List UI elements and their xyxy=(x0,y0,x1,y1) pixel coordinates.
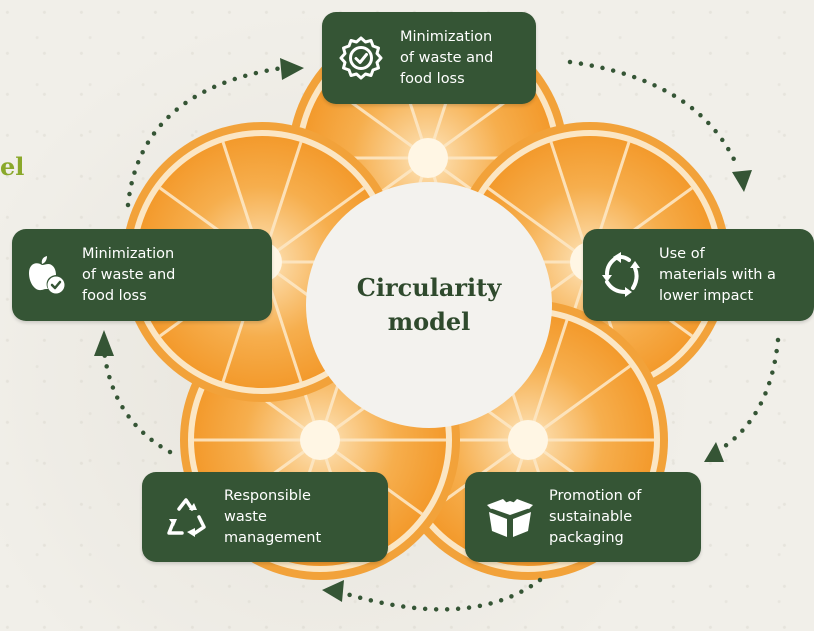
arrow-head xyxy=(280,58,304,80)
step-label: Use of materials with a lower impact xyxy=(659,245,776,304)
center-circle xyxy=(306,182,552,428)
step-card-top: Minimization of waste and food loss xyxy=(322,12,536,104)
step-card-bottom-left: Responsible waste management xyxy=(142,472,388,562)
step-card-right: Use of materials with a lower impact xyxy=(583,229,814,321)
center-title: Circularity model xyxy=(356,273,502,336)
step-label: Promotion of sustainable packaging xyxy=(549,487,642,546)
recycle-arrows-icon xyxy=(597,252,647,298)
open-box-icon xyxy=(485,495,535,539)
arrow-head xyxy=(704,442,724,462)
cycle-arrow xyxy=(101,347,173,455)
arrow-head xyxy=(94,330,114,356)
arrow-head xyxy=(322,580,344,602)
apple-check-icon xyxy=(26,255,66,295)
side-text-fragment: el xyxy=(0,152,25,181)
step-label: Responsible waste management xyxy=(224,487,322,546)
arrow-head xyxy=(732,170,752,192)
step-card-bottom-right: Promotion of sustainable packaging xyxy=(465,472,701,562)
recycle-triangle-icon xyxy=(164,497,208,537)
cycle-arrow xyxy=(567,59,741,171)
badge-check-icon xyxy=(336,35,386,81)
step-label: Minimization of waste and food loss xyxy=(82,245,176,304)
cycle-arrow xyxy=(337,577,543,612)
step-card-left: Minimization of waste and food loss xyxy=(12,229,272,321)
cycle-arrow xyxy=(713,337,781,455)
step-label: Minimization of waste and food loss xyxy=(400,28,494,87)
